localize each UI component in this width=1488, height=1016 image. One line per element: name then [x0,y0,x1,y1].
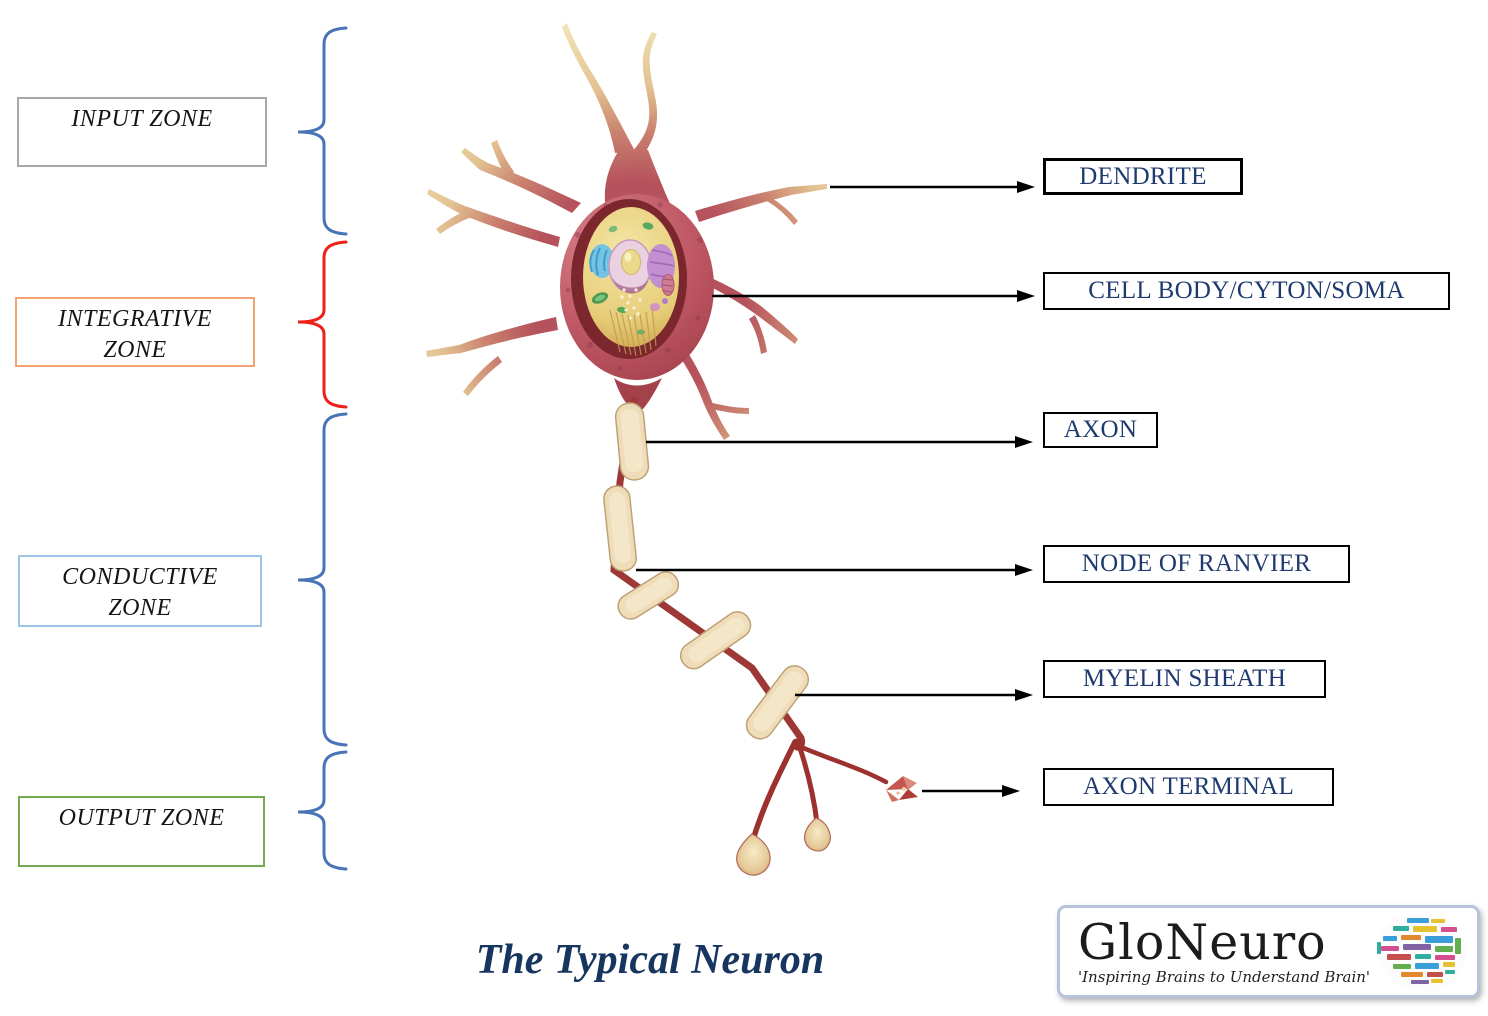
output-zone-box: OUTPUT ZONE [18,796,265,867]
gloneuro-logo-tagline: 'Inspiring Brains to Understand Brain' [1078,967,1371,986]
myelin-sheath-label-box: MYELIN SHEATH [1043,660,1326,698]
cell-body-label: CELL BODY/CYTON/SOMA [1088,277,1405,304]
output-zone-brace [297,750,348,871]
integrative-zone-brace [297,240,348,409]
axon-terminals [736,738,918,876]
node-of-ranvier-label-box: NODE OF RANVIER [1043,545,1350,583]
axon-label: AXON [1063,416,1138,443]
node-of-ranvier-label: NODE OF RANVIER [1081,550,1312,577]
conductive-zone-label: CONDUCTIVE ZONE [62,564,218,622]
axon-label-box: AXON [1043,412,1158,448]
input-zone-brace [297,26,348,236]
gloneuro-logo-text: GloNeuro 'Inspiring Brains to Understand… [1078,918,1370,986]
conductive-zone-brace [297,412,348,747]
diagram-title: The Typical Neuron [475,937,825,983]
dendrite-label-box: DENDRITE [1043,158,1243,195]
nucleus [608,239,652,294]
input-zone-box: INPUT ZONE [17,97,267,167]
myelin-sheath-label: MYELIN SHEATH [1082,665,1287,692]
zone-braces [297,26,348,871]
axon-terminal-label-box: AXON TERMINAL [1043,768,1334,806]
organelles [591,222,675,357]
input-zone-label: INPUT ZONE [71,106,213,132]
brain-wordcloud-icon [1377,912,1466,991]
integrative-zone-box: INTEGRATIVE ZONE [15,297,255,367]
gloneuro-logo: GloNeuro 'Inspiring Brains to Understand… [1057,905,1480,998]
cell-body-label-box: CELL BODY/CYTON/SOMA [1043,272,1450,310]
integrative-zone-label: INTEGRATIVE ZONE [58,306,212,364]
golgi-apparatus [589,244,614,278]
dendrite-label: DENDRITE [1079,162,1207,190]
label-arrows [636,181,1035,797]
output-zone-label: OUTPUT ZONE [58,805,225,831]
myelin-sheath-segments [603,402,810,740]
terminal-frill [886,776,918,802]
dendrites [426,23,827,440]
gloneuro-logo-name: GloNeuro [1078,913,1327,971]
conductive-zone-box: CONDUCTIVE ZONE [18,555,262,627]
axon-terminal-label: AXON TERMINAL [1082,773,1295,800]
cell-body [560,194,714,409]
